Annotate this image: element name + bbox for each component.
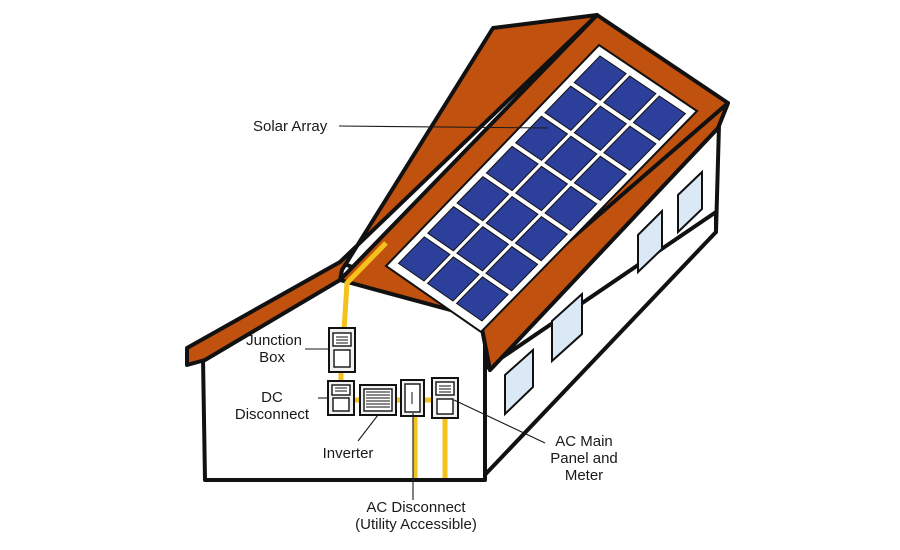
solar-cell — [397, 236, 451, 282]
solar-cell — [603, 75, 657, 121]
solar-cell — [632, 95, 687, 141]
solar-cell — [573, 105, 628, 151]
solar-cell — [573, 55, 627, 101]
label-dc-disconnect-1: DC — [261, 389, 283, 406]
solar-cell — [485, 145, 539, 192]
solar-cell — [455, 276, 509, 322]
solar-cell — [456, 175, 510, 222]
dc-wire-roof — [341, 241, 388, 331]
label-junction-box-2: Box — [259, 349, 285, 366]
side-window-2 — [551, 291, 583, 364]
leader-ac-main — [453, 399, 546, 444]
side-window-1 — [504, 347, 534, 417]
label-ac-main-3: Meter — [565, 467, 603, 484]
junction-box — [328, 327, 356, 373]
side-window-3 — [637, 208, 663, 275]
ac-disconnect — [400, 379, 425, 417]
solar-cell — [573, 155, 628, 202]
label-ac-disconnect-1: AC Disconnect — [366, 499, 466, 516]
label-dc-disconnect-2: Disconnect — [235, 406, 310, 423]
leader-inverter — [357, 414, 379, 442]
solar-cell — [426, 256, 480, 302]
label-junction-box-1: Junction — [246, 332, 302, 349]
solar-cell — [427, 206, 480, 252]
label-ac-main-2: Panel and — [550, 450, 618, 467]
solar-cell — [603, 125, 657, 171]
solar-cell — [514, 115, 569, 162]
solar-cell — [514, 215, 568, 262]
leader-solar-array — [338, 125, 549, 129]
solar-cell — [485, 195, 539, 242]
label-inverter: Inverter — [323, 445, 374, 462]
dc-disconnect — [327, 380, 355, 416]
roof-edge — [478, 101, 730, 372]
solar-cell — [514, 165, 569, 212]
inverter — [359, 384, 397, 416]
label-ac-disconnect-2: (Utility Accessible) — [355, 516, 477, 533]
solar-cell — [544, 185, 598, 232]
ac-main-panel-meter — [431, 377, 459, 419]
solar-cell — [485, 246, 539, 292]
solar-cell — [544, 85, 598, 131]
roof-left-eave — [185, 13, 599, 367]
solar-cell — [456, 226, 510, 272]
solar-cell — [544, 135, 598, 182]
side-window-4 — [677, 169, 703, 235]
solar-array — [397, 55, 687, 322]
label-ac-main-1: AC Main — [555, 433, 613, 450]
label-solar-array: Solar Array — [253, 118, 328, 135]
